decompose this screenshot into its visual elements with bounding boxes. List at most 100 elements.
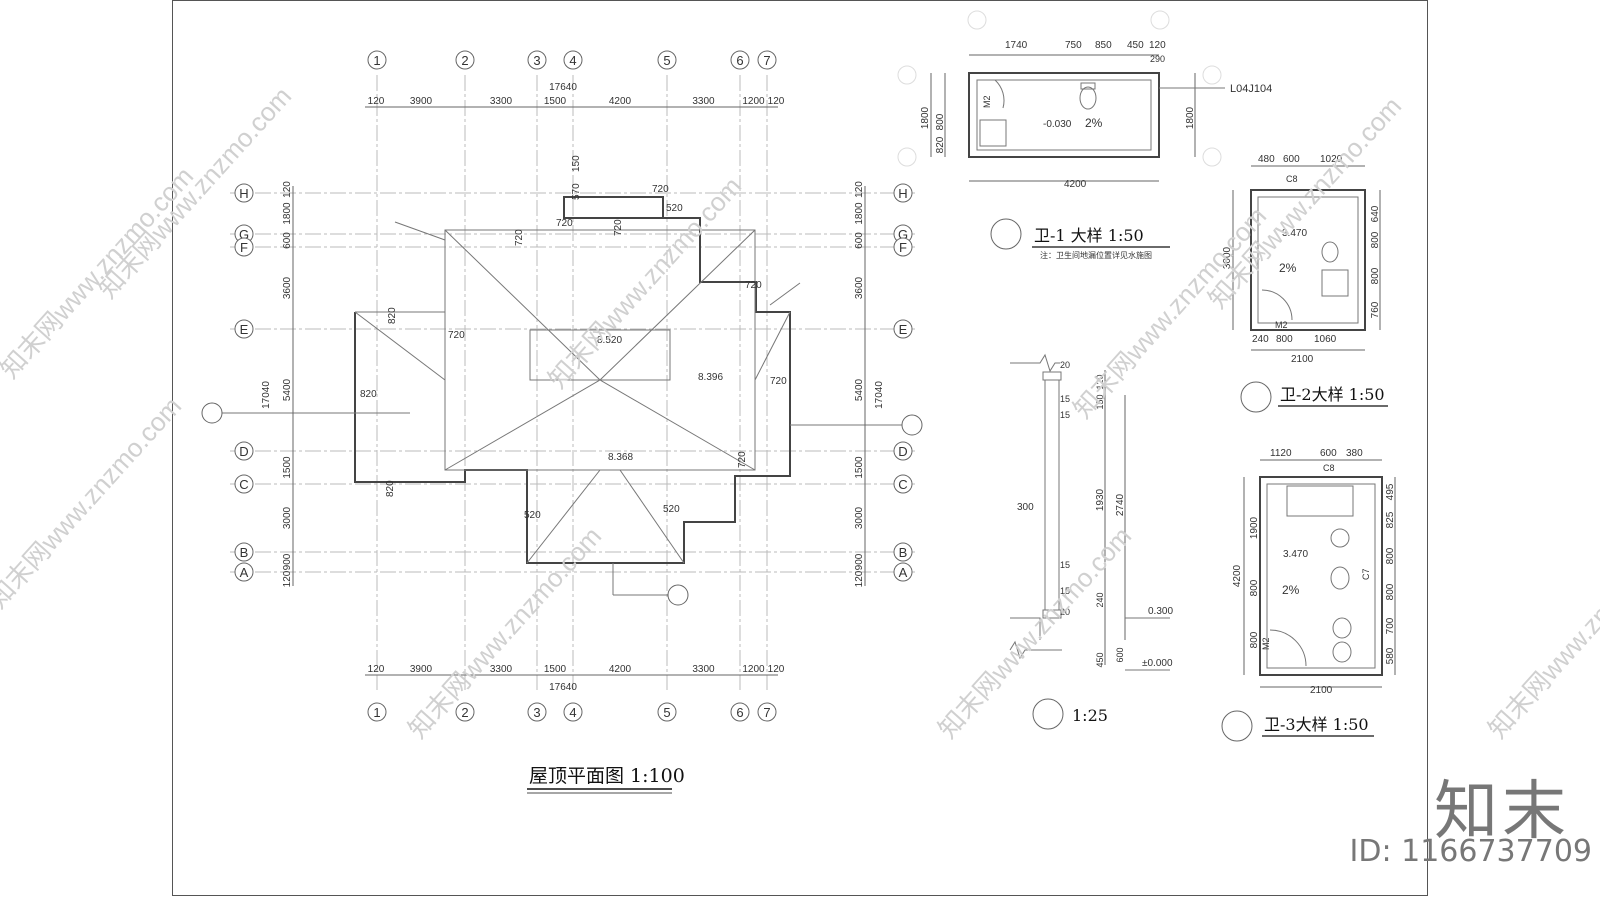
d3-left-1900: 1900 — [1249, 516, 1260, 539]
watermark-9: 知末网www.znzmo.com — [1482, 521, 1600, 744]
d3-right-800a: 800 — [1385, 547, 1396, 564]
d2-dim-480: 480 — [1258, 154, 1275, 165]
axis-bubble-5: 5 — [657, 702, 677, 722]
d1-dim-290: 290 — [1150, 54, 1165, 64]
dim-label: 4200 — [609, 664, 632, 675]
d2-bot-240: 240 — [1252, 334, 1269, 345]
watermark-3: 知末网www.znzmo.com — [0, 391, 187, 614]
axis-bubble-G: G — [234, 224, 254, 244]
axis-label: E — [899, 322, 908, 337]
d1-dim-4200: 4200 — [1064, 179, 1087, 190]
axis-bubble-4: 4 — [563, 702, 583, 722]
note-820-b: 820 — [360, 389, 377, 400]
axis-bubble-2: 2 — [455, 702, 475, 722]
dim-label: 900 — [854, 553, 865, 570]
note-520-c: 520 — [524, 510, 541, 521]
sec-r-450: 450 — [1095, 652, 1105, 667]
axis-bubble-2: 2 — [455, 50, 475, 70]
d3-level: 3.470 — [1283, 549, 1308, 560]
d2-title: 卫-2大样 1:50 — [1280, 385, 1385, 404]
axis-label: 4 — [569, 705, 576, 720]
dim-label: 3600 — [854, 276, 865, 299]
note-720-d: 720 — [745, 280, 762, 291]
axis-label: 6 — [736, 705, 743, 720]
dim-label: 5400 — [854, 378, 865, 401]
dim-label: 120 — [854, 570, 865, 587]
axis-bubble-C: C — [893, 474, 913, 494]
axis-bubble-7: 7 — [757, 50, 777, 70]
d2-right-640: 640 — [1370, 205, 1381, 222]
d1-dim-120: 120 — [1149, 40, 1166, 51]
axis-bubble-B: B — [893, 542, 913, 562]
level-8396: 8.396 — [698, 372, 723, 383]
axis-bubble-A: A — [234, 562, 254, 582]
sec-r-150a: 150 — [1095, 394, 1105, 409]
note-720-b: 720 — [556, 218, 573, 229]
d1-slope: 2% — [1085, 116, 1103, 130]
note-570: 570 — [571, 183, 582, 200]
dim-label: 600 — [854, 232, 865, 249]
note-720-f: 720 — [737, 451, 748, 468]
dim-label: 3000 — [282, 506, 293, 529]
axis-label: 2 — [461, 705, 468, 720]
d2-dim-600: 600 — [1283, 154, 1300, 165]
dim-label: 3300 — [692, 664, 715, 675]
dim-label: 900 — [282, 553, 293, 570]
axis-label: D — [898, 444, 907, 459]
axis-label: H — [239, 186, 248, 201]
d1-dim-450: 450 — [1127, 40, 1144, 51]
axis-bubble-E: E — [893, 319, 913, 339]
dim-label: 5400 — [282, 378, 293, 401]
sec-level-0000: ±0.000 — [1142, 658, 1173, 669]
overall-dim-left: 17040 — [261, 381, 272, 409]
dim-label: 1500 — [544, 96, 567, 107]
sec-title: 1:25 — [1072, 706, 1108, 725]
sec-r-600: 600 — [1115, 647, 1125, 662]
sec-dim-15d: 15 — [1060, 586, 1070, 596]
d1-left-1800: 1800 — [920, 106, 931, 129]
axis-label: H — [898, 186, 907, 201]
d3-bot-2100: 2100 — [1310, 685, 1333, 696]
axis-label: D — [239, 444, 248, 459]
dim-label: 3000 — [854, 506, 865, 529]
d3-right-580: 580 — [1385, 647, 1396, 664]
axis-label: B — [899, 545, 908, 560]
d2-dim-1020: 1020 — [1320, 154, 1343, 165]
axis-bubble-4: 4 — [563, 50, 583, 70]
d3-right-495: 495 — [1385, 483, 1396, 500]
d3-door: M2 — [1261, 637, 1271, 650]
axis-label: 7 — [763, 53, 770, 68]
d3-right-700: 700 — [1385, 617, 1396, 634]
bathroom-detail-2: 480 600 1020 C8 640 800 800 760 3000 240… — [1222, 154, 1388, 413]
axis-bubble-H: H — [893, 183, 913, 203]
image-id: ID: 1166737709 — [1349, 834, 1592, 869]
d1-left-800: 800 — [935, 113, 946, 130]
d2-level: 3.470 — [1282, 228, 1307, 239]
d2-bot-800: 800 — [1276, 334, 1293, 345]
sec-level-0300: 0.300 — [1148, 606, 1173, 617]
dim-label: 3900 — [410, 664, 433, 675]
dim-label: 1500 — [282, 456, 293, 479]
d2-window: C8 — [1286, 174, 1298, 184]
d3-left-800b: 800 — [1249, 631, 1260, 648]
axis-label: 3 — [533, 705, 540, 720]
axis-label: 4 — [569, 53, 576, 68]
dim-label: 3900 — [410, 96, 433, 107]
d1-dim-1740: 1740 — [1005, 40, 1028, 51]
axis-label: 1 — [373, 53, 380, 68]
axis-label: G — [898, 227, 908, 242]
dim-label: 3300 — [490, 96, 513, 107]
dim-label: 3600 — [282, 276, 293, 299]
d1-note: 注：卫生间地漏位置详见水施图 — [1040, 250, 1152, 260]
axis-label: A — [240, 565, 249, 580]
note-150: 150 — [571, 155, 582, 172]
level-8520: 8.520 — [597, 335, 622, 346]
axis-label: 5 — [663, 705, 670, 720]
dim-label: 1800 — [854, 202, 865, 225]
note-720-e: 720 — [770, 376, 787, 387]
axis-label: C — [898, 477, 907, 492]
overall-dim-right: 17040 — [874, 381, 885, 409]
axis-label: B — [240, 545, 249, 560]
